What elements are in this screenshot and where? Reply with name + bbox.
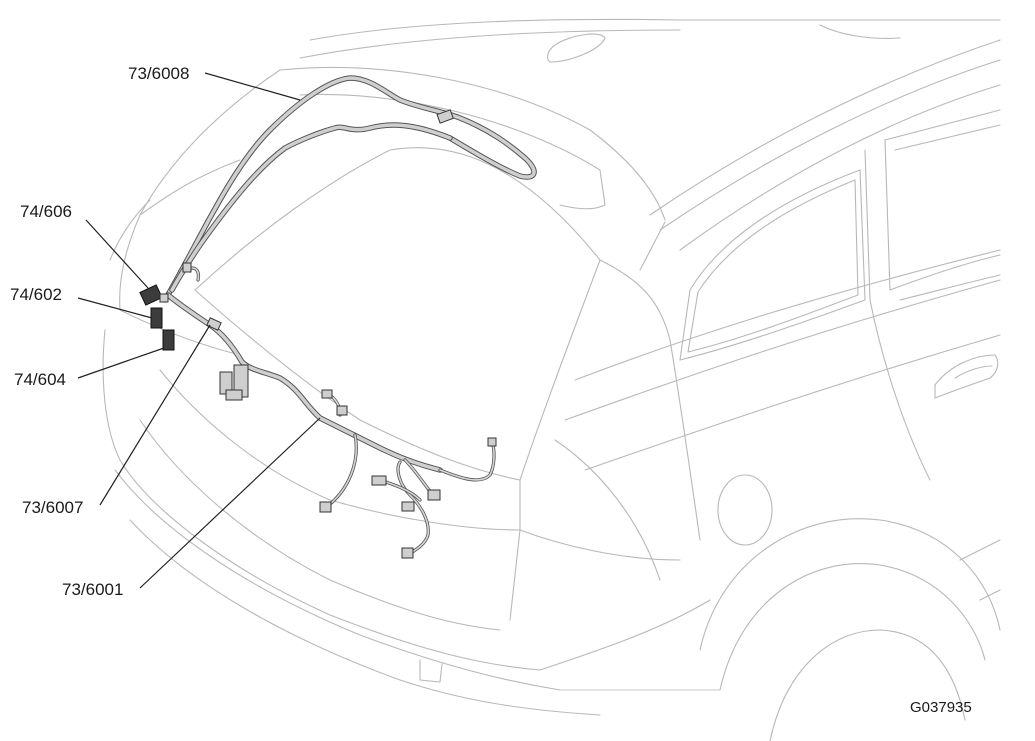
leader-74-606 <box>85 219 149 289</box>
callout-73-6001: 73/6001 <box>62 580 123 599</box>
callout-74-606: 74/606 <box>20 202 72 221</box>
connector-73-6007 <box>206 317 222 331</box>
leader-73-6001 <box>139 417 321 589</box>
leader-74-602 <box>77 297 153 319</box>
connector-lower-4 <box>371 475 387 486</box>
car-body-outline <box>102 18 1001 741</box>
connector-lower-3 <box>336 405 348 416</box>
callout-labels: 73/6008 74/606 74/602 74/604 73/6007 73/… <box>10 64 972 716</box>
connector-junction <box>159 293 169 303</box>
callout-74-604: 74/604 <box>14 370 66 389</box>
connector-left-top <box>182 262 192 273</box>
connector-lower-8 <box>487 437 497 447</box>
leader-73-6008 <box>204 72 301 101</box>
connector-74-604 <box>162 329 175 351</box>
connector-lower-2 <box>321 389 333 399</box>
callout-73-6007: 73/6007 <box>22 498 83 517</box>
wiring-harness <box>139 75 537 559</box>
callout-74-602: 74/602 <box>10 285 62 304</box>
connector-74-602 <box>150 307 163 329</box>
lock-bracket-base <box>225 389 243 401</box>
connector-upper <box>436 109 454 124</box>
leader-74-604 <box>77 347 165 379</box>
connector-lower-7 <box>401 547 414 559</box>
leader-73-6007 <box>99 324 211 506</box>
leader-lines <box>77 72 321 589</box>
connector-lower-6 <box>401 501 415 512</box>
connector-74-606 <box>139 284 163 306</box>
connector-lower-1 <box>319 501 332 513</box>
connector-lower-5 <box>427 489 441 501</box>
callout-73-6008: 73/6008 <box>128 64 189 83</box>
figure-id: G037935 <box>910 699 972 716</box>
